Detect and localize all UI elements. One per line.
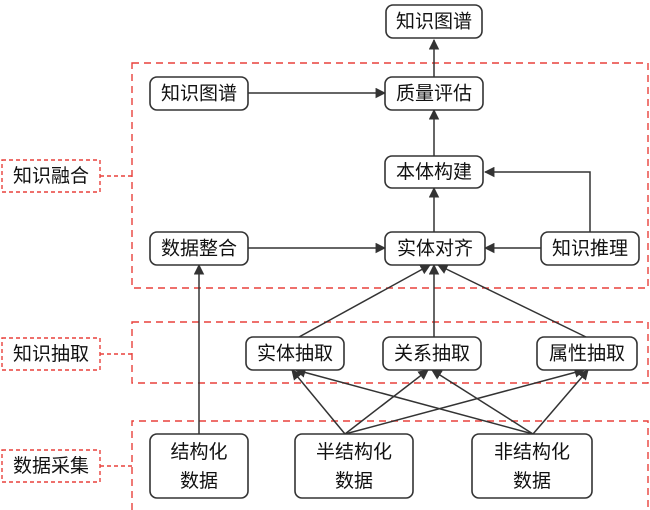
fusion-layer-label-box [1, 159, 101, 193]
fusion-layer-label: 知识融合 [13, 165, 89, 187]
edge-semi-to-entity [291, 369, 346, 435]
node-entity-alignment: 实体对齐 [384, 231, 486, 266]
collection-layer-label-box [1, 449, 101, 483]
node-knowledge-graph-left: 知识图谱 [149, 76, 249, 111]
svg-text:实体对齐: 实体对齐 [397, 238, 473, 260]
svg-text:知识推理: 知识推理 [552, 238, 628, 260]
node-quality-assessment: 质量评估 [384, 76, 484, 111]
node-knowledge-graph-top: 知识图谱 [385, 4, 483, 39]
edge-reasoning-to-ontology [483, 166, 591, 232]
svg-text:知识图谱: 知识图谱 [396, 11, 472, 33]
edge-unstructured-to-entity [294, 367, 534, 435]
edge-unstructured-to-attribute [532, 369, 589, 435]
svg-text:属性抽取: 属性抽取 [549, 343, 625, 365]
svg-text:质量评估: 质量评估 [396, 83, 472, 105]
collection-layer-region [131, 420, 649, 510]
extraction-layer-label: 知识抽取 [13, 343, 89, 365]
node-unstructured-data: 非结构化 数据 [471, 433, 593, 499]
svg-text:实体抽取: 实体抽取 [257, 343, 333, 365]
svg-text:数据: 数据 [335, 470, 373, 492]
svg-text:本体构建: 本体构建 [396, 161, 472, 183]
node-knowledge-reasoning: 知识推理 [540, 231, 640, 266]
edge-attribute-extraction-to-alignment [437, 264, 587, 338]
svg-text:数据: 数据 [180, 470, 218, 492]
svg-text:关系抽取: 关系抽取 [394, 343, 470, 365]
edge-semi-to-attribute [344, 367, 586, 435]
edge-unstructured-to-relation [431, 369, 534, 435]
node-ontology-construction: 本体构建 [384, 155, 484, 189]
node-structured-data: 结构化 数据 [149, 433, 249, 499]
svg-text:知识图谱: 知识图谱 [161, 83, 237, 105]
node-attribute-extraction: 属性抽取 [536, 336, 638, 371]
svg-text:数据: 数据 [513, 470, 551, 492]
node-semi-structured-data: 半结构化 数据 [294, 433, 414, 499]
node-entity-extraction: 实体抽取 [245, 336, 345, 371]
svg-text:非结构化: 非结构化 [494, 441, 570, 463]
node-relation-extraction: 关系抽取 [382, 336, 482, 371]
svg-text:结构化: 结构化 [170, 441, 227, 463]
collection-layer-label: 数据采集 [13, 455, 89, 477]
edge-entity-extraction-to-alignment [298, 264, 431, 338]
edge-semi-to-relation [344, 369, 429, 435]
node-data-integration: 数据整合 [149, 231, 249, 266]
svg-text:数据整合: 数据整合 [161, 238, 237, 260]
extraction-layer-region [131, 321, 649, 384]
svg-text:半结构化: 半结构化 [316, 441, 392, 463]
